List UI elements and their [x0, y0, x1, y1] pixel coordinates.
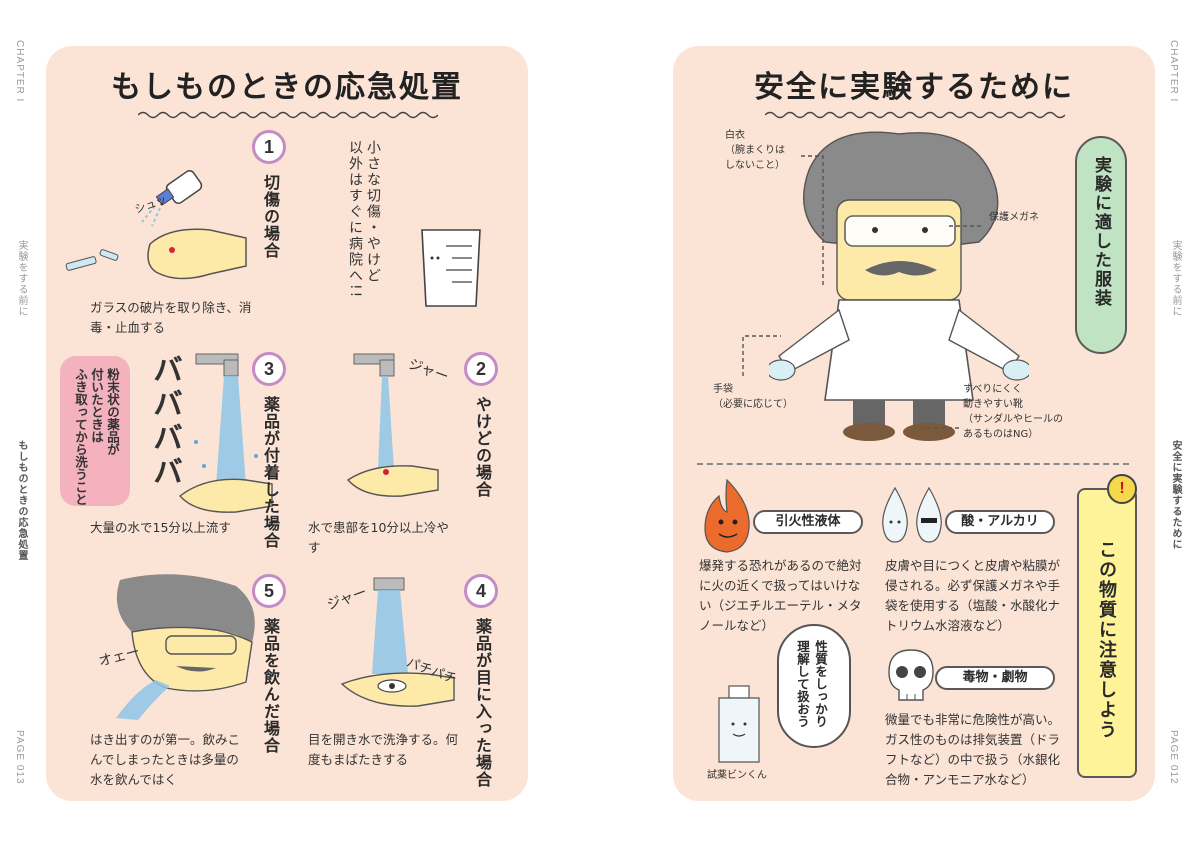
- hazard-poison-desc: 微量でも非常に危険性が高い。ガス性のものは排気装置（ドラフトなど）の中で扱う（水…: [885, 712, 1061, 787]
- page-number: PAGE 012: [1168, 730, 1179, 785]
- running-title: もしものときの応急処置: [16, 440, 27, 561]
- step-caption-4: 目を開き水で洗浄する。何度もまばたきする: [308, 732, 459, 767]
- warning-icon: !: [1107, 474, 1137, 504]
- step-title-5: 薬品を飲んだ場合: [261, 618, 280, 754]
- label-leaders: [742, 155, 983, 429]
- step-number-4: 4: [464, 574, 498, 608]
- eye-wash-illustration: [340, 577, 455, 707]
- chapter-label: CHAPTER I: [1168, 40, 1179, 103]
- goggles-label: 保護メガネ: [989, 212, 1039, 223]
- title-underline: [138, 111, 438, 119]
- speech-bubble-text: 性質をしっかり 理解して扱おう: [795, 640, 828, 728]
- reagent-bottle-icon: [718, 685, 760, 763]
- caution-tag-text: この物質に注意しよう: [1096, 540, 1117, 740]
- coat-label: 白衣 （腕まくりは しないこと）: [725, 130, 785, 171]
- page-number: PAGE 013: [14, 730, 25, 785]
- skull-icon: [888, 649, 934, 701]
- step-caption-2: 水で患部を10分以上冷やす: [308, 520, 449, 555]
- page-title: もしものときの応急処置: [111, 70, 463, 105]
- title-underline: [765, 111, 1065, 119]
- left-side-labels: CHAPTER I 実験をする前に もしものときの応急処置 PAGE 013: [14, 40, 32, 800]
- hazard-flammable-desc: 爆発する恐れがあるので絶対に火の近くで扱ってはいけない（ジエチルエーテル・メタノ…: [699, 558, 862, 633]
- section-label: 実験をする前に: [1170, 240, 1181, 317]
- bottle-name: 試薬ビンくん: [707, 770, 767, 781]
- gloves-label: 手袋 （必要に応じて）: [713, 384, 793, 410]
- clothing-tag: 実験に適した服装: [1075, 136, 1127, 354]
- running-title: 安全に実験するために: [1170, 440, 1181, 550]
- sfx-babababa: ババババ: [147, 354, 182, 490]
- right-side-labels: CHAPTER I 実験をする前に 安全に実験するために PAGE 012: [1168, 40, 1186, 800]
- cut-hand-illustration: [65, 170, 247, 280]
- hazard-acid-alkali-desc: 皮膚や目につくと皮膚や粘膜が侵される。必ず保護メガネや手袋を使用する（塩酸・水酸…: [885, 558, 1061, 633]
- lab-safety-panel: 安全に実験するために 白衣 （腕まくりは しないこと） 保護: [673, 46, 1155, 801]
- step-title-2: やけどの場合: [473, 396, 492, 498]
- hazard-acid-alkali: 酸・アルカリ: [945, 510, 1055, 534]
- powder-note: 粉末状の薬品が 付いたときは ふき取ってから洗うこと: [60, 356, 130, 506]
- step-number-2: 2: [464, 352, 498, 386]
- chapter-label: CHAPTER I: [14, 40, 25, 103]
- section-divider: [697, 463, 1129, 465]
- step-number-5: 5: [252, 574, 286, 608]
- page-title: 安全に実験するために: [754, 70, 1074, 105]
- step-title-3: 薬品が付着した場合: [261, 396, 280, 549]
- hospital-note: 小さな切傷・やけど 以外はすぐに病院へ!!: [347, 140, 381, 300]
- speech-bubble: 性質をしっかり 理解して扱おう: [777, 624, 851, 748]
- step-caption-5: はき出すのが第一。飲みこんでしまったときは多量の水を飲んではく: [90, 732, 241, 787]
- step-caption-3: 大量の水で15分以上流す: [90, 520, 231, 535]
- shoes-label: すべりにくく 動きやすい靴 （サンダルやヒールの あるものはNG）: [963, 384, 1063, 440]
- burn-cooling-illustration: [346, 353, 439, 497]
- caution-tag: この物質に注意しよう: [1077, 488, 1137, 778]
- beaker-illustration: [421, 229, 481, 307]
- clothing-tag-text: 実験に適した服装: [1091, 156, 1111, 308]
- chemical-wash-illustration: [178, 353, 273, 513]
- step-title-4: 薬品が目に入った場合: [473, 618, 492, 788]
- step-title-1: 切傷の場合: [261, 174, 280, 259]
- hazard-poison: 毒物・劇物: [935, 666, 1055, 690]
- step-caption-1: ガラスの破片を取り除き、消毒・止血する: [90, 300, 252, 335]
- scientist-illustration: [769, 131, 1029, 441]
- swallow-illustration: [116, 574, 255, 720]
- step-number-1: 1: [252, 130, 286, 164]
- first-aid-panel: もしものときの応急処置 シュッ 1 切傷の場合 ガラスの破片を取り除き、消毒・止…: [46, 46, 528, 801]
- section-label: 実験をする前に: [16, 240, 27, 317]
- acid-drops-icon: [882, 486, 942, 543]
- powder-note-text: 粉末状の薬品が 付いたときは ふき取ってから洗うこと: [73, 368, 120, 506]
- step-number-3: 3: [252, 352, 286, 386]
- flame-icon: [704, 478, 750, 553]
- hazard-flammable: 引火性液体: [753, 510, 863, 534]
